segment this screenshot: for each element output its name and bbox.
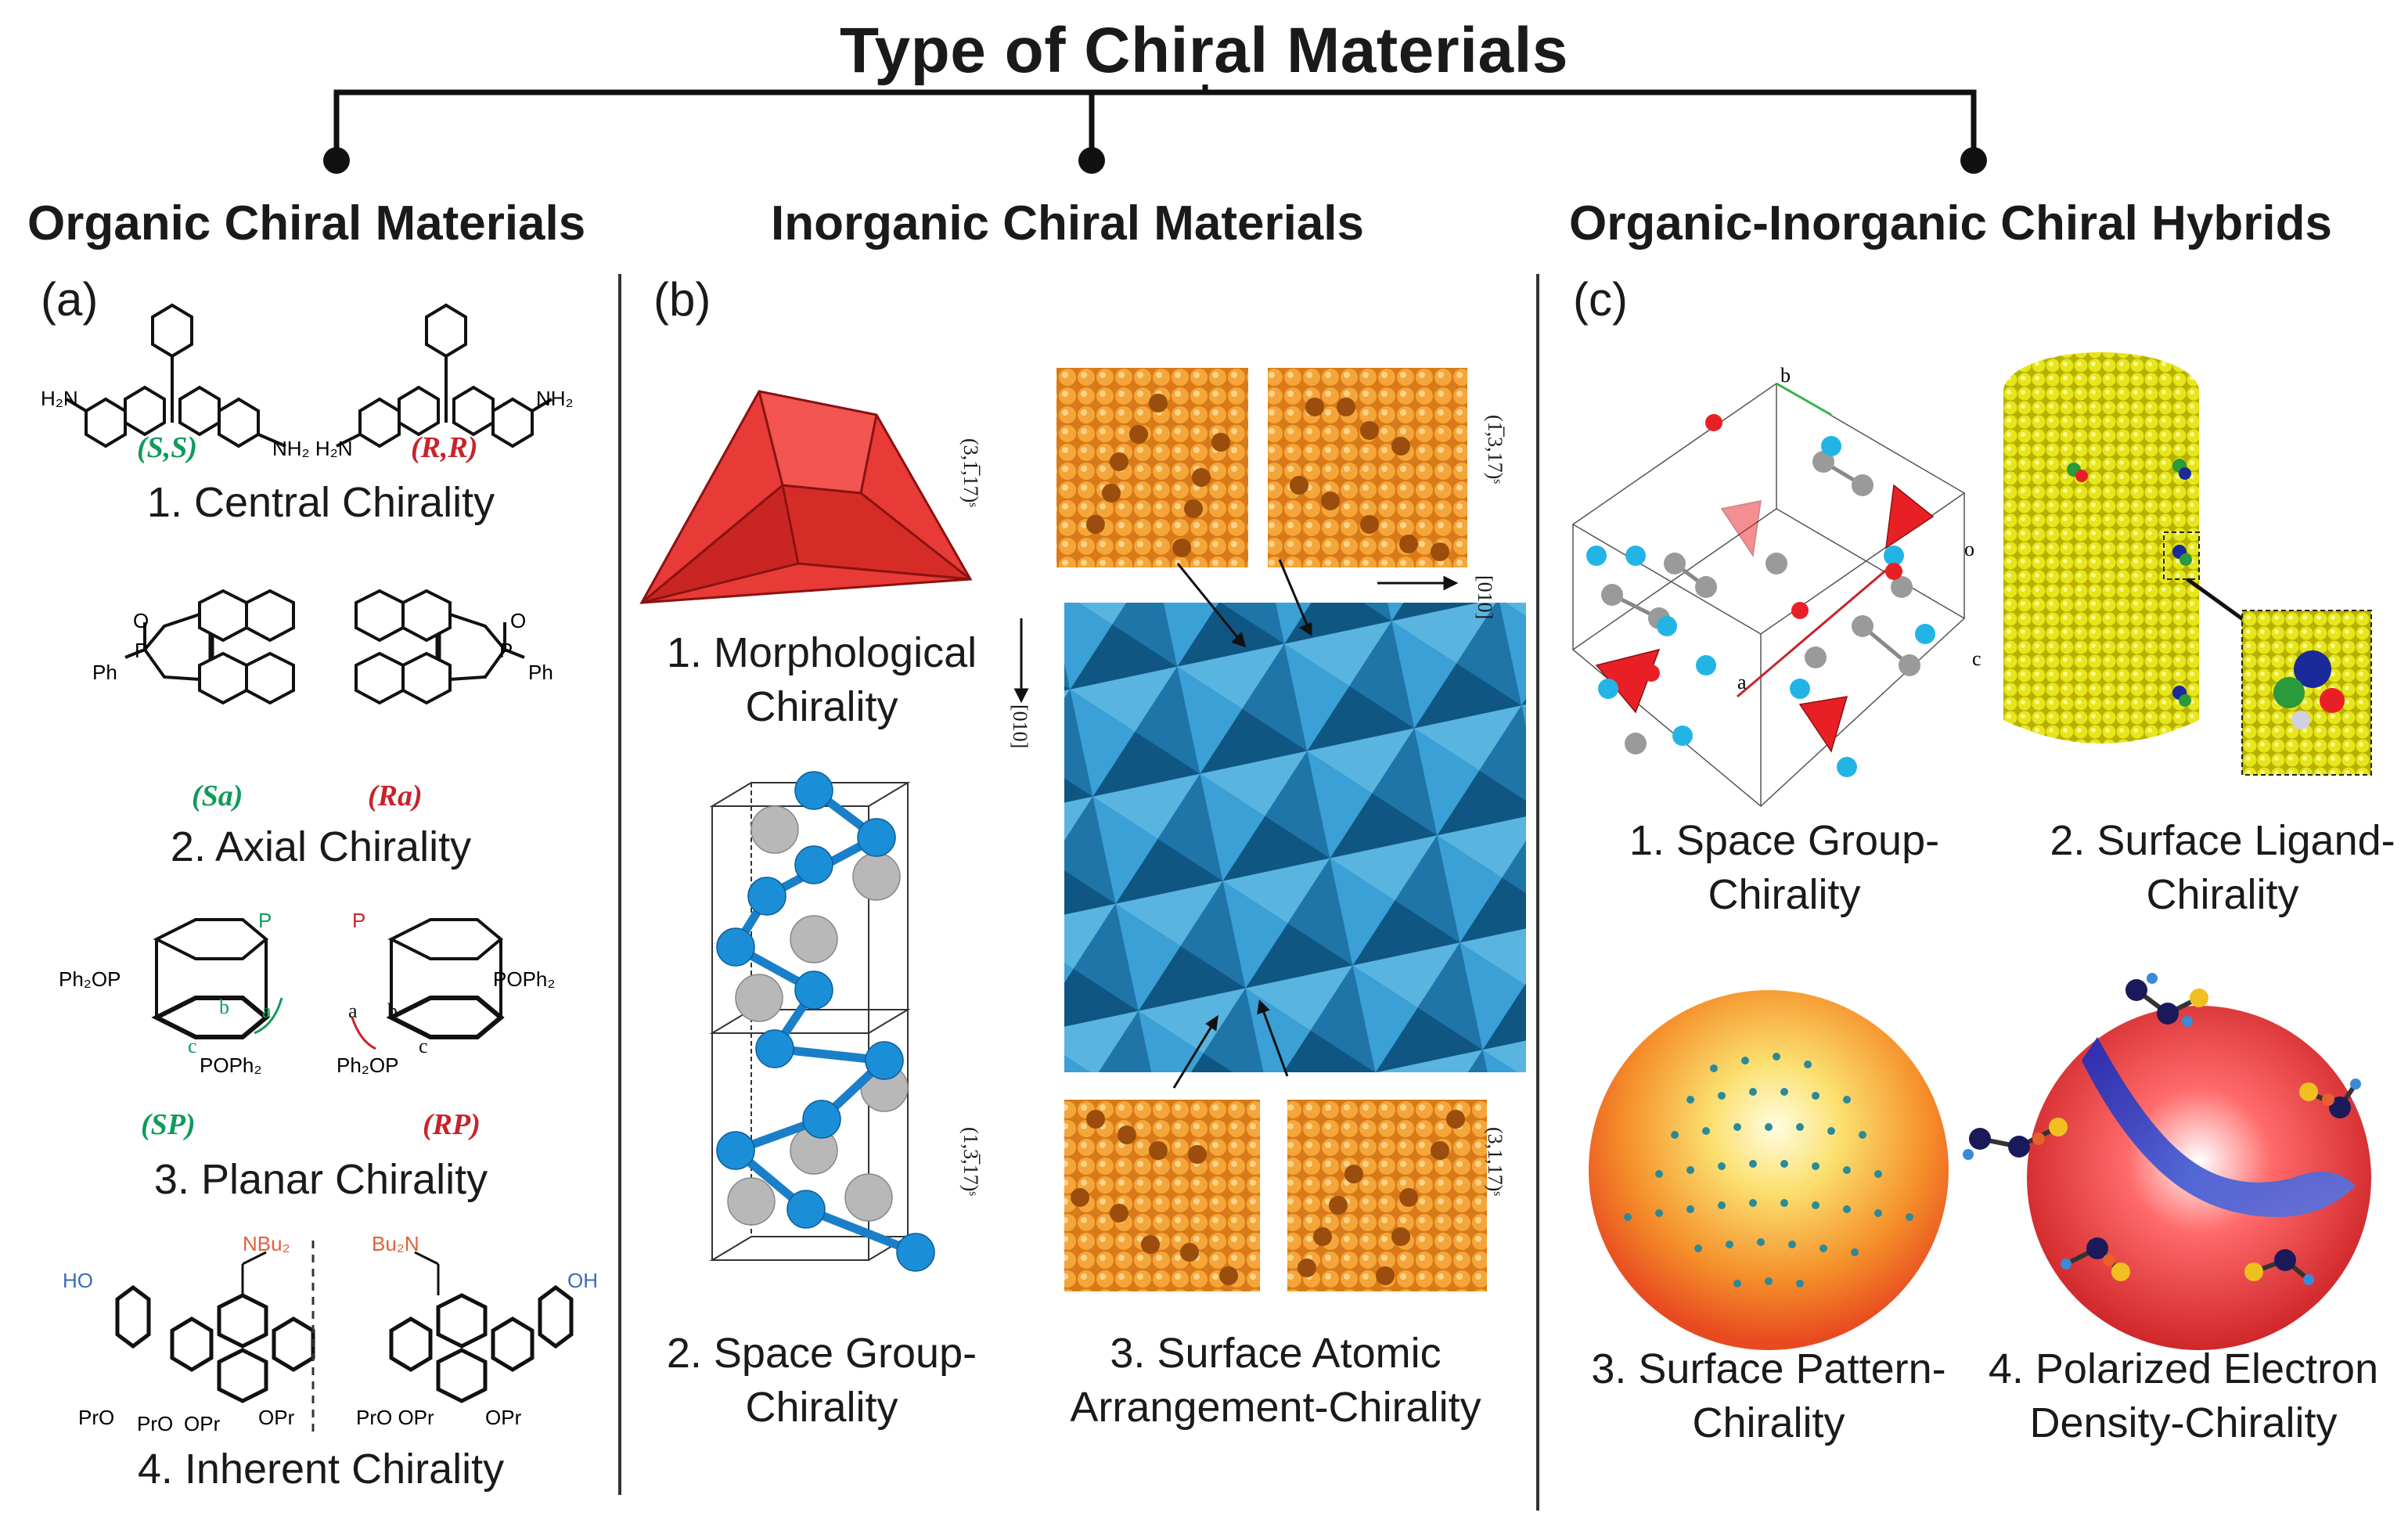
p-left-label: P xyxy=(135,639,148,662)
divider-left xyxy=(618,274,621,1495)
h2n-left-label: H₂N xyxy=(41,387,78,410)
header-hybrid: Organic-Inorganic Chiral Hybrids xyxy=(1569,196,2332,250)
caption-surface-ligand-line1: 2. Surface Ligand- xyxy=(2050,817,2395,864)
caption-polarized-electron: 4. Polarized Electron Density-Chirality xyxy=(1964,1342,2403,1450)
a-label-sp: a xyxy=(262,999,272,1022)
caption-surface-atomic-line1: 3. Surface Atomic xyxy=(1110,1330,1442,1377)
axis-b-label: b xyxy=(1780,364,1791,387)
poph2-right-label: POPh₂ xyxy=(493,967,555,991)
axis-o-label: o xyxy=(1964,538,1974,560)
pro-right-1: PrO OPr xyxy=(356,1406,434,1429)
caption-morphological-line1: 1. Morphological xyxy=(666,629,977,676)
ph-left-label: Ph xyxy=(92,661,117,684)
bu2n-label: Bu₂N xyxy=(372,1232,419,1255)
index-bottom-right: (3,1,17)ˢ xyxy=(1484,1127,1506,1196)
caption-inherent-chirality: 4. Inherent Chirality xyxy=(137,1446,505,1493)
binaphthyl-phosphine-structures: O P Ph O P Ph xyxy=(92,589,553,705)
calixarene-structures: HO OH NBu₂ Bu₂N PrO PrO OPr OPr PrO OPr … xyxy=(63,1232,598,1435)
ph2op-left-label: Ph₂OP xyxy=(59,967,121,991)
c-label-sp: c xyxy=(188,1035,197,1057)
caption-polarized-electron-line1: 4. Polarized Electron xyxy=(1988,1345,2379,1392)
stereo-rp: (RP) xyxy=(423,1108,481,1141)
divider-right xyxy=(1536,274,1539,1511)
axis-x-label: [010] xyxy=(1474,575,1496,620)
opr-left-1: OPr xyxy=(184,1412,221,1435)
pro-left-2: PrO xyxy=(137,1412,173,1435)
axis-y-label: [010] xyxy=(1009,704,1031,749)
triptycene-diamine-structures: H₂N NH₂ H₂N NH₂ xyxy=(41,303,574,460)
p-label-sp: P xyxy=(258,909,272,932)
caption-axial-chirality: 2. Axial Chirality xyxy=(170,823,472,870)
caption-surface-ligand-line2: Chirality xyxy=(2146,871,2299,919)
polarized-electron-density-sphere xyxy=(1963,973,2371,1350)
panel-c-label: (c) xyxy=(1573,273,1628,326)
index-top-right: (1̅,3,17)ˢ xyxy=(1484,415,1506,484)
index-top-left: (3,1̅,17)ˢ xyxy=(959,438,982,507)
p-right-label: P xyxy=(499,639,513,662)
caption-space-group-b-line1: 2. Space Group- xyxy=(666,1330,977,1377)
chiral-nanocrystal-shape xyxy=(639,390,973,604)
nh2-h2n-label: NH₂ H₂N xyxy=(272,437,353,460)
panel-b-label: (b) xyxy=(653,273,711,326)
stereo-ss: (S,S) xyxy=(137,431,198,464)
caption-space-group-b: 2. Space Group- Chirality xyxy=(642,1327,1002,1435)
caption-polarized-electron-line2: Density-Chirality xyxy=(2029,1399,2338,1447)
caption-central-chirality: 1. Central Chirality xyxy=(146,479,495,526)
oxo-left-label: O xyxy=(133,609,149,632)
stereo-ra: (Ra) xyxy=(368,780,423,812)
caption-space-group-c-line2: Chirality xyxy=(1708,871,1861,919)
ph-right-label: Ph xyxy=(528,661,553,684)
stereo-rr: (R,R) xyxy=(411,431,478,464)
poph2-left-label: POPh₂ xyxy=(200,1053,261,1077)
ho-label: HO xyxy=(63,1269,93,1292)
a-label-rp: a xyxy=(348,999,358,1022)
caption-surface-pattern: 3. Surface Pattern- Chirality xyxy=(1557,1342,1980,1450)
c-label-rp: c xyxy=(419,1035,428,1057)
caption-space-group-b-line2: Chirality xyxy=(745,1384,898,1432)
caption-surface-pattern-line1: 3. Surface Pattern- xyxy=(1591,1345,1946,1392)
ph2op-right-label: Ph₂OP xyxy=(337,1053,398,1077)
ligand-nanorod xyxy=(2003,352,2372,776)
oh-label: OH xyxy=(567,1269,598,1292)
caption-surface-atomic: 3. Surface Atomic Arrangement-Chirality xyxy=(1033,1327,1518,1435)
page-title: Type of Chiral Materials xyxy=(840,15,1568,86)
header-inorganic: Inorganic Chiral Materials xyxy=(771,196,1364,250)
hierarchy-tree xyxy=(323,85,1987,174)
axis-a-label: a xyxy=(1737,671,1747,693)
header-organic: Organic Chiral Materials xyxy=(27,196,586,250)
b-label-sp: b xyxy=(219,996,229,1018)
caption-morphological-line2: Chirality xyxy=(745,683,898,731)
b-label-rp: b xyxy=(387,999,398,1022)
unit-cell-structure: b o c a xyxy=(1571,364,1981,807)
surface-atomic-arrangement xyxy=(1013,368,1526,1291)
axis-c-label: c xyxy=(1972,647,1981,670)
paracyclophane-structures: P P Ph₂OP POPh₂ POPh₂ Ph₂OP a b c a b c xyxy=(59,909,555,1077)
opr-right-1: OPr xyxy=(485,1406,522,1429)
caption-surface-ligand: 2. Surface Ligand- Chirality xyxy=(2003,814,2408,922)
p-label-rp: P xyxy=(352,909,365,932)
index-bottom-left: (1,3̅,17)ˢ xyxy=(959,1127,982,1196)
stereo-sp: (SP) xyxy=(141,1108,196,1141)
caption-surface-atomic-line2: Arrangement-Chirality xyxy=(1070,1384,1481,1432)
opr-left-2: OPr xyxy=(258,1406,295,1429)
caption-space-group-c: 1. Space Group- Chirality xyxy=(1565,814,2003,922)
panel-a-label: (a) xyxy=(41,273,99,326)
caption-planar-chirality: 3. Planar Chirality xyxy=(153,1156,488,1203)
caption-morphological: 1. Morphological Chirality xyxy=(642,626,1002,734)
patterned-nanosphere xyxy=(1589,990,1949,1350)
helical-lattice-model xyxy=(709,771,935,1272)
nh2-right-label: NH₂ xyxy=(536,387,574,410)
stereo-sa: (Sa) xyxy=(192,780,243,812)
caption-surface-pattern-line2: Chirality xyxy=(1692,1399,1845,1447)
caption-space-group-c-line1: 1. Space Group- xyxy=(1629,817,1940,864)
nbu2-label: NBu₂ xyxy=(243,1232,290,1255)
pro-left-1: PrO xyxy=(78,1406,114,1429)
oxo-right-label: O xyxy=(510,609,526,632)
